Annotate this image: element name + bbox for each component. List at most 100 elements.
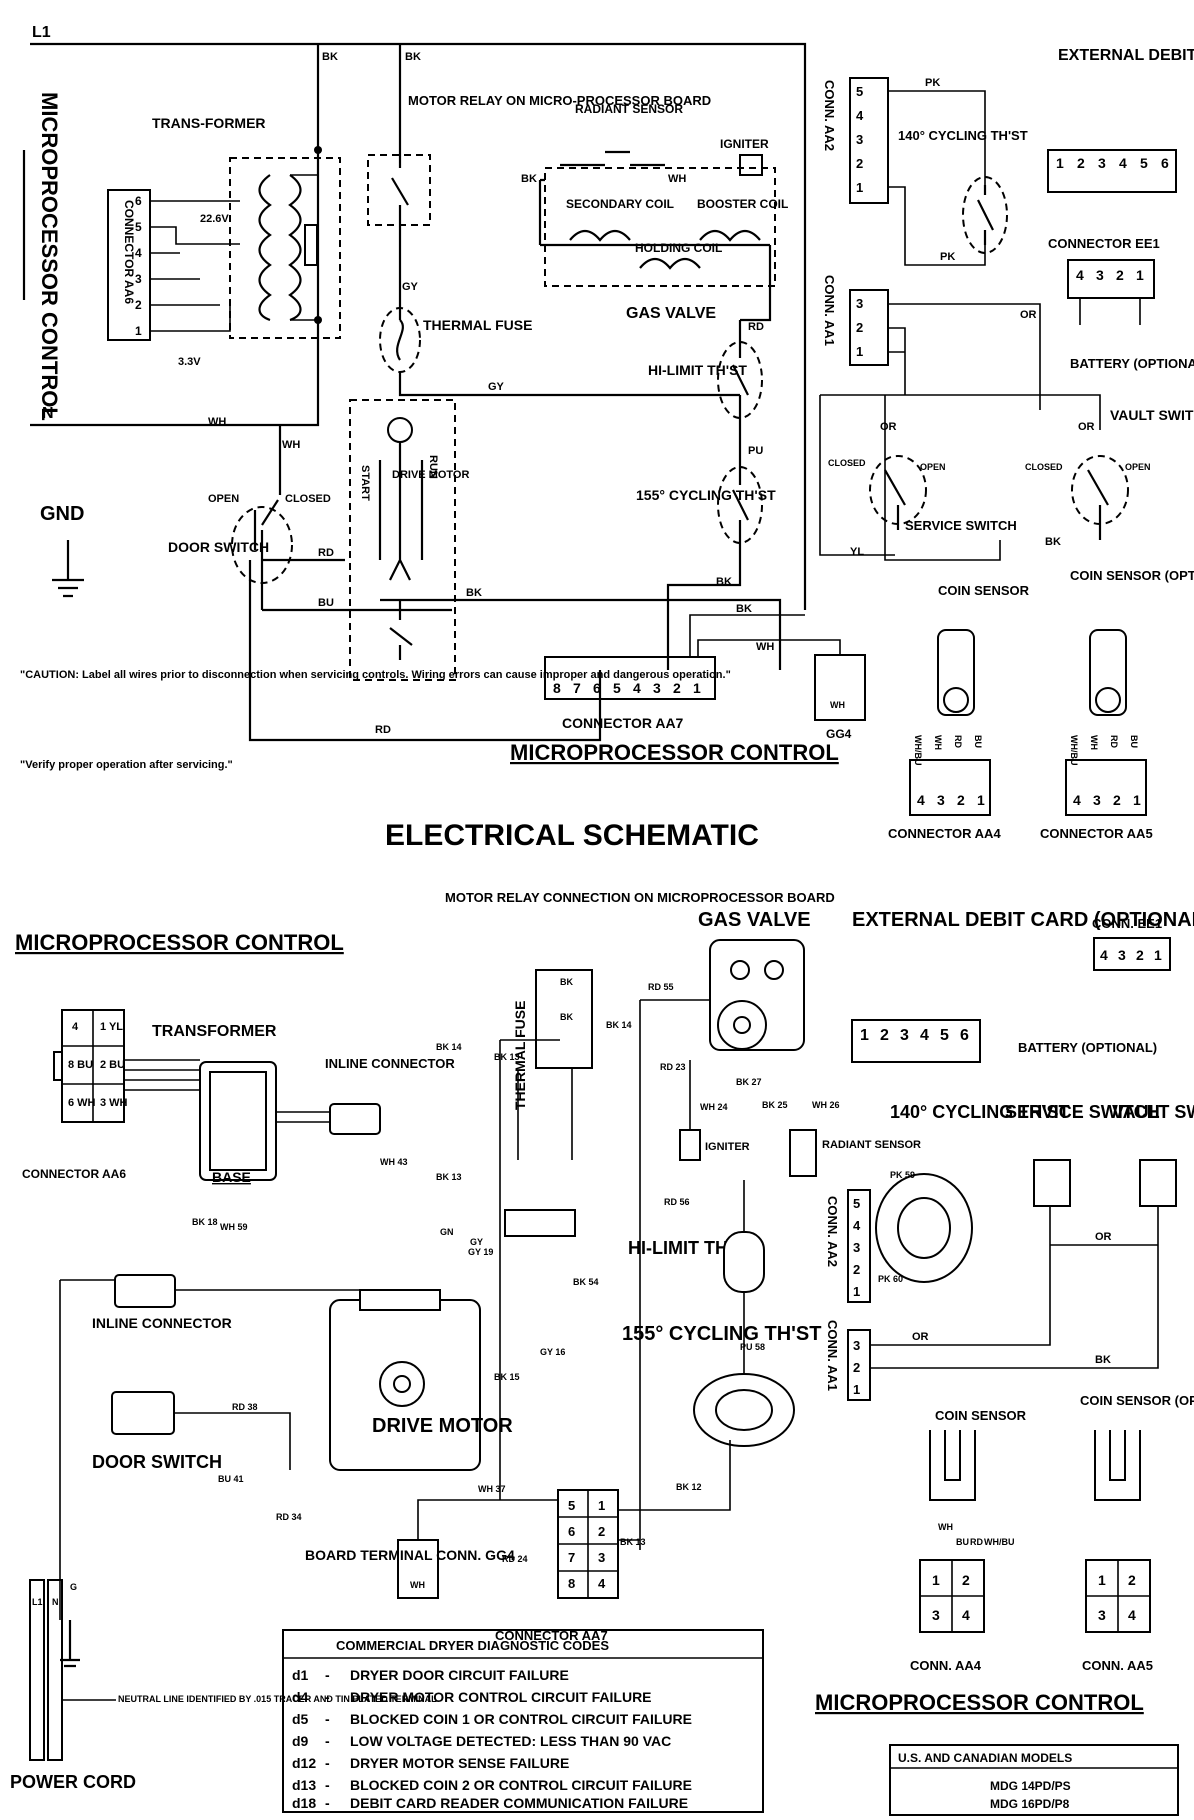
relay-wires xyxy=(499,1039,573,1500)
aa3-pin: 5 xyxy=(1140,155,1148,171)
aa6-cell: 8 BU xyxy=(68,1059,93,1071)
aa2-pin: 1 xyxy=(856,180,863,195)
power-cord-label: POWER CORD xyxy=(10,1772,136,1792)
model-item: MDG 14PD/PS xyxy=(990,1779,1071,1793)
aa3-pin: 6 xyxy=(1161,155,1169,171)
diagnostic-dash: - xyxy=(325,1689,330,1705)
aa6-cell: 1 YL xyxy=(100,1021,123,1033)
wire-label: G xyxy=(70,1582,77,1592)
connector-aa7-label: CONNECTOR AA7 xyxy=(495,1628,608,1643)
coin-sensor-optional-body xyxy=(1089,629,1127,716)
run-winding-label: RUN xyxy=(427,455,439,479)
cycling-155-outline xyxy=(717,466,763,544)
aa1-pin: 2 xyxy=(856,320,863,335)
diagnostic-desc: BLOCKED COIN 1 OR CONTROL CIRCUIT FAILUR… xyxy=(350,1711,692,1727)
gas-valve-coils xyxy=(540,229,770,270)
wire-label: WH xyxy=(410,1580,425,1590)
micro-control-title: MICROPROCESSOR CONTROL xyxy=(15,930,344,955)
conn-aa2-label: CONN. AA2 xyxy=(825,1196,840,1267)
drive-motor-letters: DRIVE MOTOR xyxy=(392,469,469,481)
diagnostic-code: d1 xyxy=(292,1667,309,1683)
wire-wh: WH xyxy=(830,700,845,710)
aa3-box xyxy=(1047,149,1177,193)
wire-bk: BK xyxy=(521,173,537,185)
hi-limit-outline xyxy=(717,341,763,419)
open-label: OPEN xyxy=(1125,462,1151,472)
aa7-pin: 3 xyxy=(653,680,661,696)
igniter-plug xyxy=(679,1129,701,1161)
wire-label: PK 59 xyxy=(890,1170,915,1180)
transformer-label: TRANSFORMER xyxy=(152,1023,277,1040)
diagnostic-code: d5 xyxy=(292,1711,309,1727)
aa4-cell: 3 xyxy=(932,1607,940,1623)
wire-gy: GY xyxy=(488,381,505,393)
aa7-wires xyxy=(689,614,841,657)
aa7-pin: 1 xyxy=(693,680,701,696)
aa7-pin: 7 xyxy=(573,680,581,696)
aa6-cell: 2 BU xyxy=(100,1059,125,1071)
aa3-pin: 4 xyxy=(1119,155,1127,171)
wire-label: RD 38 xyxy=(232,1402,258,1412)
aa1-pin: 1 xyxy=(853,1382,860,1397)
diagnostic-desc: DRYER MOTOR CONTROL CIRCUIT FAILURE xyxy=(350,1689,652,1705)
transformer-core xyxy=(209,1071,267,1171)
motor-centrifugal xyxy=(387,417,413,443)
cycling-155-body xyxy=(693,1373,795,1447)
wire-or: OR xyxy=(1020,309,1037,321)
aa6-cells: 4 1 YL 8 BU 2 BU 6 WH 3 WH xyxy=(68,1021,128,1109)
ee1-box xyxy=(1067,259,1155,299)
aa5-pin: 1 xyxy=(1133,792,1141,808)
aa6-pin: 5 xyxy=(135,220,142,234)
wire-label: RD xyxy=(970,1537,983,1547)
wire-or: OR xyxy=(912,1331,929,1343)
aa3-wiring-box xyxy=(851,1019,981,1063)
diagnostic-code: d12 xyxy=(292,1755,316,1771)
aa5-wire-label: BU xyxy=(1129,735,1139,748)
wire-rd: RD xyxy=(748,321,764,333)
service-switch-contacts xyxy=(884,469,906,530)
wire-label: RD 55 xyxy=(648,982,674,992)
wire-label: BK 13 xyxy=(620,1537,646,1547)
wire-label: WH 43 xyxy=(380,1157,408,1167)
diagnostic-desc: DRYER MOTOR SENSE FAILURE xyxy=(350,1755,569,1771)
wire-label: WH/BU xyxy=(984,1537,1015,1547)
aa6-pin: 4 xyxy=(135,246,142,260)
aa3-wiring-pins: 1 2 3 4 5 6 xyxy=(860,1027,969,1044)
wire-pu: PU xyxy=(748,445,763,457)
power-ground-icon xyxy=(60,1620,80,1668)
wire-label: BU xyxy=(956,1537,969,1547)
aa6-cell: 3 WH xyxy=(100,1097,128,1109)
aa7-cell: 2 xyxy=(598,1524,605,1539)
diagnostic-code-list: d1 - DRYER DOOR CIRCUIT FAILURE d4 - DRY… xyxy=(292,1667,692,1811)
cycling-155-switch xyxy=(666,470,749,670)
wire-wh: WH xyxy=(756,641,774,653)
coin-sensor-optional-emitter xyxy=(1095,687,1121,713)
diagnostic-desc: LOW VOLTAGE DETECTED: LESS THAN 90 VAC xyxy=(350,1733,671,1749)
aa4-cell: 1 xyxy=(932,1572,940,1588)
aa2-pin: 3 xyxy=(853,1240,860,1255)
wire-label: BK 14 xyxy=(606,1020,632,1030)
aa3-pin: 3 xyxy=(1098,155,1106,171)
wire-label: GY 16 xyxy=(540,1347,565,1357)
wire-bk: BK xyxy=(466,587,482,599)
models-box xyxy=(889,1744,1179,1816)
radiant-sensor-label: RADIANT SENSOR xyxy=(575,102,683,116)
holding-coil-label: HOLDING COIL xyxy=(635,241,722,255)
cycling-140-outline xyxy=(962,176,1008,254)
wire-label: WH 24 xyxy=(700,1102,728,1112)
neutral-note: NEUTRAL LINE IDENTIFIED BY .015 TRACER A… xyxy=(118,1694,437,1704)
cycling-140-label: 140° CYCLING TH'ST xyxy=(890,1102,1070,1122)
gg4-label: GG4 xyxy=(826,727,852,741)
aa4-wire-label: BU xyxy=(973,735,983,748)
wire-label: BK 15 xyxy=(494,1372,520,1382)
wire-bu: BU xyxy=(318,597,334,609)
transformer-leads xyxy=(290,174,318,321)
aa5-pin: 4 xyxy=(1073,792,1081,808)
wire-label: RD 23 xyxy=(660,1062,686,1072)
aa3-pin: 1 xyxy=(860,1027,869,1044)
aa2-wiring-box xyxy=(847,1189,871,1303)
aa5-cell: 2 xyxy=(1128,1572,1136,1588)
gas-valve-label: GAS VALVE xyxy=(626,305,716,322)
wire-label: WH 26 xyxy=(812,1100,840,1110)
aa1-wiring-box xyxy=(847,1329,871,1401)
